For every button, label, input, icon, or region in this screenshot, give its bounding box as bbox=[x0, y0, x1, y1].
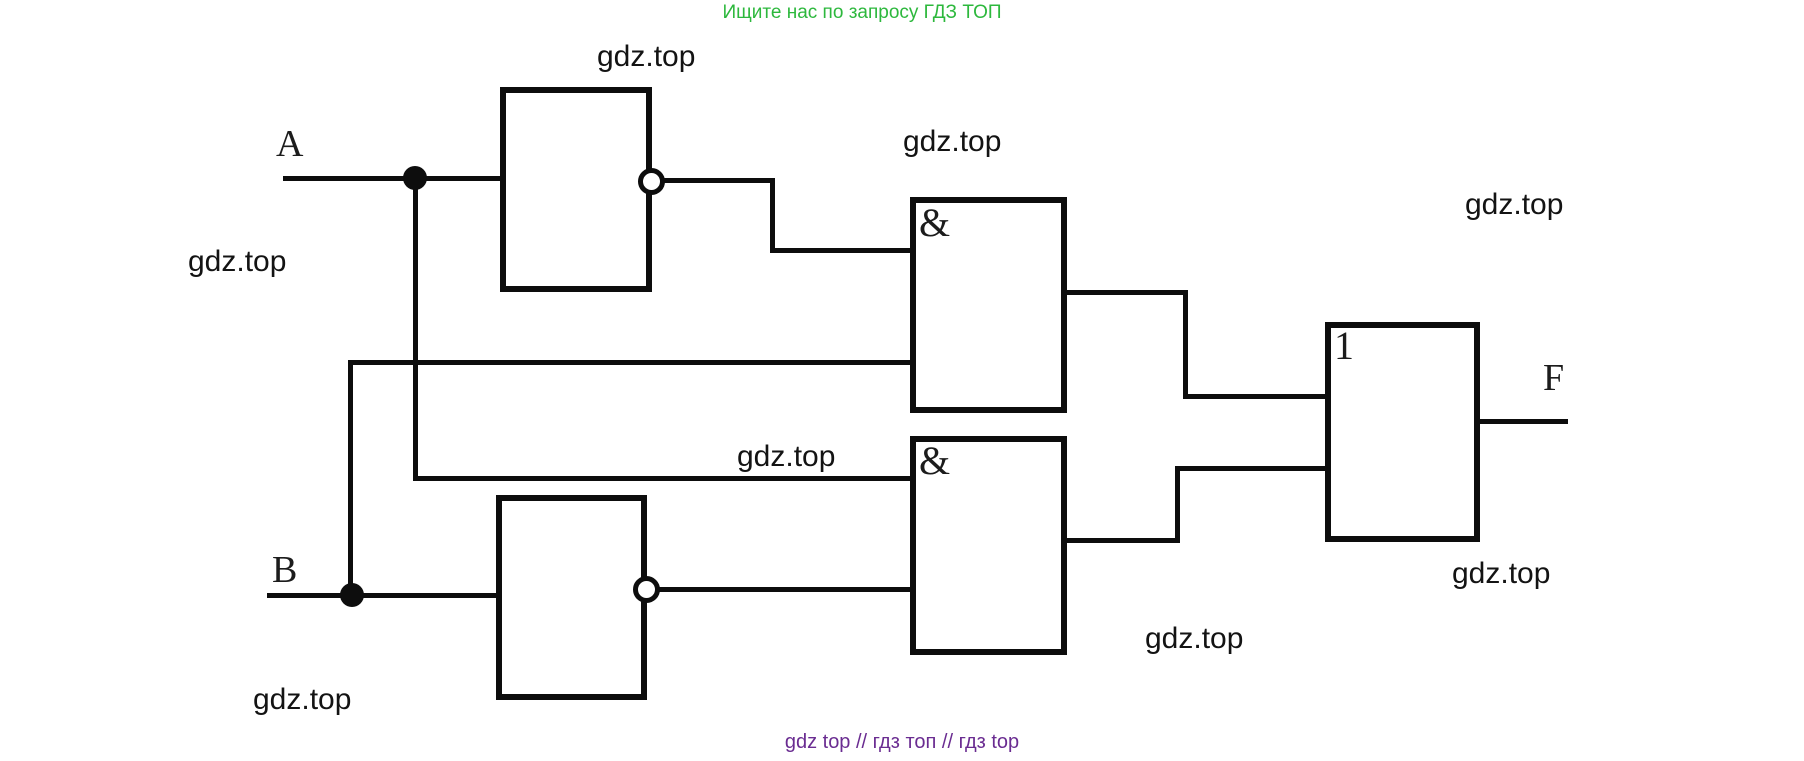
wire-a-to-and2 bbox=[413, 476, 910, 481]
wire-not1-out-v bbox=[770, 178, 775, 253]
wire-and2-out-v bbox=[1175, 466, 1180, 543]
watermark-above-and-top: gdz.top bbox=[903, 125, 1002, 158]
label-input-a: A bbox=[276, 123, 304, 165]
or-gate-symbol: 1 bbox=[1334, 323, 1354, 368]
label-output-f: F bbox=[1543, 357, 1565, 399]
watermark-top-right: gdz.top bbox=[1465, 188, 1564, 221]
wire-b-to-and1 bbox=[348, 360, 910, 365]
wire-a-branch-vertical bbox=[413, 178, 418, 481]
watermark-above-not-a: gdz.top bbox=[597, 40, 696, 73]
wire-not1-out-h1 bbox=[663, 178, 775, 183]
watermark-below-and-bottom: gdz.top bbox=[1145, 622, 1244, 655]
junction-dot-b bbox=[340, 583, 364, 607]
wire-and1-out-h2 bbox=[1183, 394, 1325, 399]
not-gate-a-bubble-icon bbox=[638, 168, 665, 195]
label-input-b: B bbox=[272, 549, 298, 591]
wire-and2-out-h1 bbox=[1067, 538, 1180, 543]
watermark-below-or: gdz.top bbox=[1452, 557, 1551, 590]
not-gate-a bbox=[500, 87, 652, 292]
wire-b-branch-vertical bbox=[348, 360, 353, 597]
wire-output-f bbox=[1480, 419, 1568, 424]
junction-dot-a bbox=[403, 166, 427, 190]
wire-not1-out-h2 bbox=[770, 248, 910, 253]
and-gate-bottom-symbol: & bbox=[919, 438, 951, 483]
and-gate-top bbox=[910, 197, 1067, 413]
not-gate-b bbox=[496, 495, 647, 700]
wire-and1-out-h1 bbox=[1067, 290, 1188, 295]
wire-and2-out-h2 bbox=[1175, 466, 1325, 471]
not-gate-b-bubble-icon bbox=[633, 576, 660, 603]
wire-and1-out-v bbox=[1183, 290, 1188, 399]
wire-not2-out bbox=[659, 587, 910, 592]
and-gate-bottom bbox=[910, 436, 1067, 655]
promo-header-text: Ищите нас по запросу ГДЗ ТОП bbox=[722, 2, 1002, 23]
watermark-bottom-left: gdz.top bbox=[253, 683, 352, 716]
promo-footer-text: gdz top // гдз топ // гдз top bbox=[784, 731, 1020, 753]
watermark-mid: gdz.top bbox=[737, 440, 836, 473]
watermark-left: gdz.top bbox=[188, 245, 287, 278]
or-gate bbox=[1325, 322, 1480, 542]
wire-input-a bbox=[283, 176, 500, 181]
and-gate-top-symbol: & bbox=[919, 200, 951, 245]
wire-input-b bbox=[267, 593, 496, 598]
